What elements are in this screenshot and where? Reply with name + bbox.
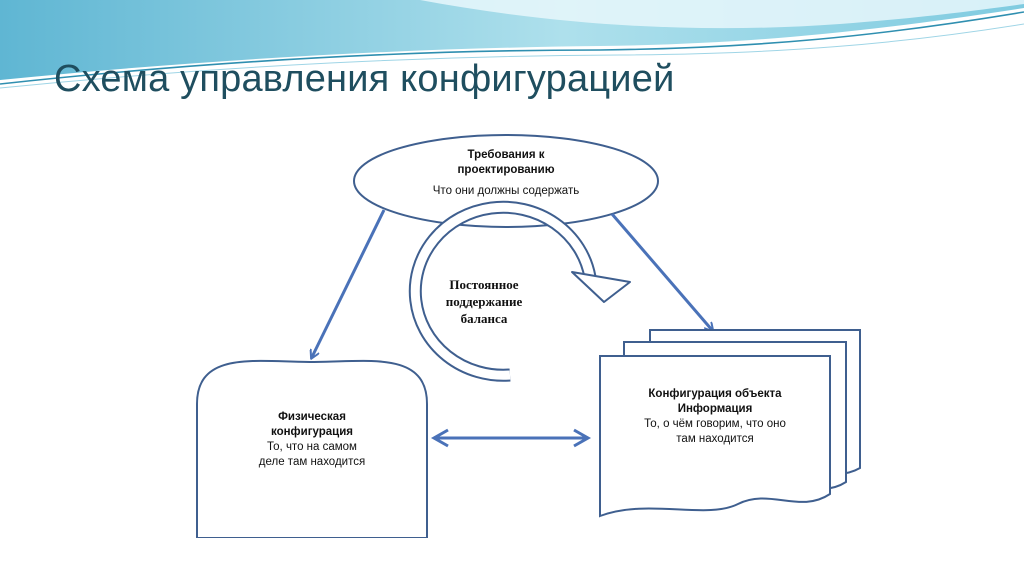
- physical-desc-line2: деле там находится: [258, 456, 366, 468]
- banner-wave-light: [420, 0, 1024, 29]
- cycle-line3: баланса: [460, 311, 508, 326]
- configuration-diagram: Требования к проектированию Что они долж…: [152, 122, 872, 538]
- cycle-line2: поддержание: [445, 294, 523, 309]
- cycle-arrow: [408, 200, 631, 382]
- object-config-label: Конфигурация объекта Информация То, о чё…: [604, 387, 826, 447]
- object-config-documents: [599, 329, 861, 518]
- page-title: Схема управления конфигурацией: [54, 58, 675, 100]
- requirements-title-line2: проектированию: [457, 164, 555, 176]
- banner-wave-line: [0, 11, 1024, 85]
- physical-desc-line1: То, что на самом: [267, 441, 357, 453]
- physical-title-line1: Физическая: [278, 411, 346, 423]
- object-config-title-line1: Конфигурация объекта: [648, 388, 782, 400]
- object-config-title-line2: Информация: [677, 403, 753, 415]
- cycle-line1: Постоянное: [449, 277, 519, 292]
- requirements-subtitle: Что они должны содержать: [432, 185, 580, 197]
- cycle-label: Постоянное поддержание баланса: [424, 276, 544, 327]
- physical-config-shape: [196, 359, 428, 538]
- requirements-label: Требования к проектированию Что они долж…: [356, 148, 656, 199]
- header-banner: [0, 0, 1024, 89]
- arrow-to-object-config: [610, 213, 712, 330]
- bidirectional-arrow: [430, 428, 592, 448]
- banner-wave-line-2: [0, 23, 1024, 89]
- physical-config-label: Физическая конфигурация То, что на самом…: [212, 410, 412, 470]
- object-config-desc-line1: То, о чём говорим, что оно: [644, 418, 786, 430]
- object-config-desc-line2: там находится: [676, 433, 754, 445]
- requirements-title-line1: Требования к: [467, 149, 545, 161]
- physical-title-line2: конфигурация: [270, 426, 353, 438]
- arrow-to-physical: [312, 209, 386, 357]
- requirements-ellipse: [353, 134, 659, 228]
